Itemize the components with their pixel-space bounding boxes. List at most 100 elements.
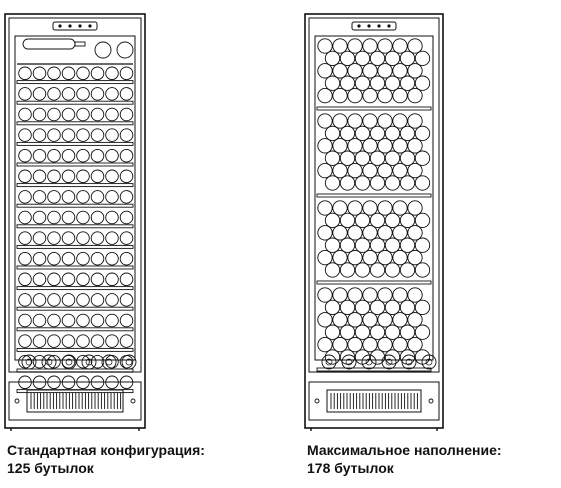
bottle-icon bbox=[384, 150, 401, 166]
bottle-icon bbox=[90, 66, 105, 81]
bottle-icon bbox=[399, 262, 416, 278]
bottle-icon bbox=[119, 293, 134, 307]
bottle-icon bbox=[105, 148, 119, 163]
bottle-icon bbox=[76, 148, 90, 163]
bottle-icon bbox=[105, 231, 119, 245]
bottle-icon bbox=[90, 87, 105, 101]
bottle-icon bbox=[339, 125, 356, 142]
bottle-icon bbox=[105, 313, 119, 328]
bottle-icon bbox=[105, 293, 119, 307]
bottle-icon bbox=[407, 63, 423, 79]
bottle-icon bbox=[47, 66, 61, 81]
bottle-icon bbox=[392, 225, 408, 241]
bottle-icon bbox=[369, 50, 386, 67]
bottle-icon bbox=[61, 272, 76, 287]
bottle-icon bbox=[369, 237, 386, 253]
bottle-icon bbox=[32, 231, 47, 245]
bottle-icon bbox=[362, 113, 378, 129]
bottle-icon bbox=[18, 169, 32, 184]
bottle-icon bbox=[384, 125, 401, 142]
bottle-icon bbox=[392, 249, 408, 266]
bottle-icon bbox=[392, 312, 408, 328]
bottle-icon bbox=[347, 200, 363, 216]
bottle-cap-icon bbox=[45, 358, 53, 366]
shelf-rail bbox=[16, 141, 134, 146]
bottle-icon bbox=[407, 336, 423, 353]
bottle-icon bbox=[324, 349, 341, 365]
bottle-icon bbox=[324, 299, 341, 316]
bottle-icon bbox=[76, 169, 90, 184]
bottle-icon bbox=[407, 200, 423, 216]
bottle-icon bbox=[392, 200, 408, 216]
bottle-icon bbox=[401, 354, 417, 370]
bottle-icon bbox=[377, 200, 393, 216]
bottle-icon bbox=[407, 249, 423, 266]
bottle-icon bbox=[18, 190, 32, 204]
bottle-icon bbox=[317, 225, 333, 241]
bottle-icon bbox=[317, 200, 333, 216]
bottle-icon bbox=[317, 113, 333, 129]
bottle-icon bbox=[347, 38, 363, 54]
control-panel bbox=[52, 21, 98, 31]
bottle-icon bbox=[347, 287, 363, 303]
bottle-icon bbox=[369, 212, 386, 229]
bottle-icon bbox=[407, 225, 423, 241]
bottle-icon bbox=[90, 375, 105, 390]
control-button-icon bbox=[377, 24, 381, 28]
bottle-cap-icon bbox=[325, 358, 333, 366]
bottle-icon bbox=[105, 251, 119, 266]
bottle-icon bbox=[18, 251, 32, 266]
bottle-icon bbox=[90, 231, 105, 245]
shelf-rail bbox=[16, 389, 134, 394]
bottle-cap-icon bbox=[125, 358, 133, 366]
bottle-icon bbox=[339, 262, 356, 278]
bottle-icon bbox=[384, 237, 401, 253]
bottle-icon bbox=[361, 354, 377, 370]
bottle-icon bbox=[339, 50, 356, 67]
bottle-icon bbox=[76, 375, 90, 390]
bottle-icon bbox=[32, 128, 47, 142]
bottle-icon bbox=[61, 128, 76, 142]
bottle-icon bbox=[384, 212, 401, 229]
bottle-icon bbox=[119, 169, 134, 184]
bottle-icon bbox=[121, 354, 137, 370]
bottle-icon bbox=[119, 334, 134, 348]
bottle-icon bbox=[90, 354, 105, 369]
bottle-icon bbox=[47, 190, 61, 204]
bottle-icon bbox=[332, 200, 348, 216]
bottle-icon bbox=[18, 66, 32, 81]
vent-grille bbox=[326, 389, 422, 413]
bottle-icon bbox=[18, 107, 32, 122]
bottle-icon bbox=[119, 375, 134, 390]
bottle-icon bbox=[332, 113, 348, 129]
bottle-icon bbox=[377, 312, 393, 328]
bottle-icon bbox=[18, 313, 32, 328]
bottle-icon bbox=[339, 324, 356, 340]
bottle-icon bbox=[362, 63, 378, 79]
bottle-icon bbox=[105, 334, 119, 348]
bottle-icon bbox=[90, 128, 105, 142]
shelf-rail bbox=[16, 286, 134, 291]
bottle-icon bbox=[47, 334, 61, 348]
bottle-icon bbox=[105, 375, 119, 390]
foot-screw-icon bbox=[14, 398, 20, 404]
bottle-icon bbox=[369, 175, 386, 191]
bottle-icon bbox=[339, 212, 356, 229]
bottle-icon bbox=[324, 50, 341, 67]
bottle-icon bbox=[341, 354, 357, 370]
bottle-icon bbox=[18, 128, 32, 142]
bottle-icon bbox=[105, 190, 119, 204]
bottle-icon bbox=[41, 354, 57, 370]
bottle-icon bbox=[105, 272, 119, 287]
bottle-neck-icon bbox=[74, 41, 86, 47]
shelf-rail bbox=[16, 224, 134, 229]
bottle-icon bbox=[369, 299, 386, 316]
bottle-icon bbox=[76, 251, 90, 266]
control-button-icon bbox=[357, 24, 361, 28]
bottle-icon bbox=[32, 66, 47, 81]
shelf-rail bbox=[316, 280, 432, 285]
bottle-icon bbox=[392, 138, 408, 154]
bottle-icon bbox=[76, 87, 90, 101]
bottle-icon bbox=[61, 293, 76, 307]
bottle-icon bbox=[76, 231, 90, 245]
